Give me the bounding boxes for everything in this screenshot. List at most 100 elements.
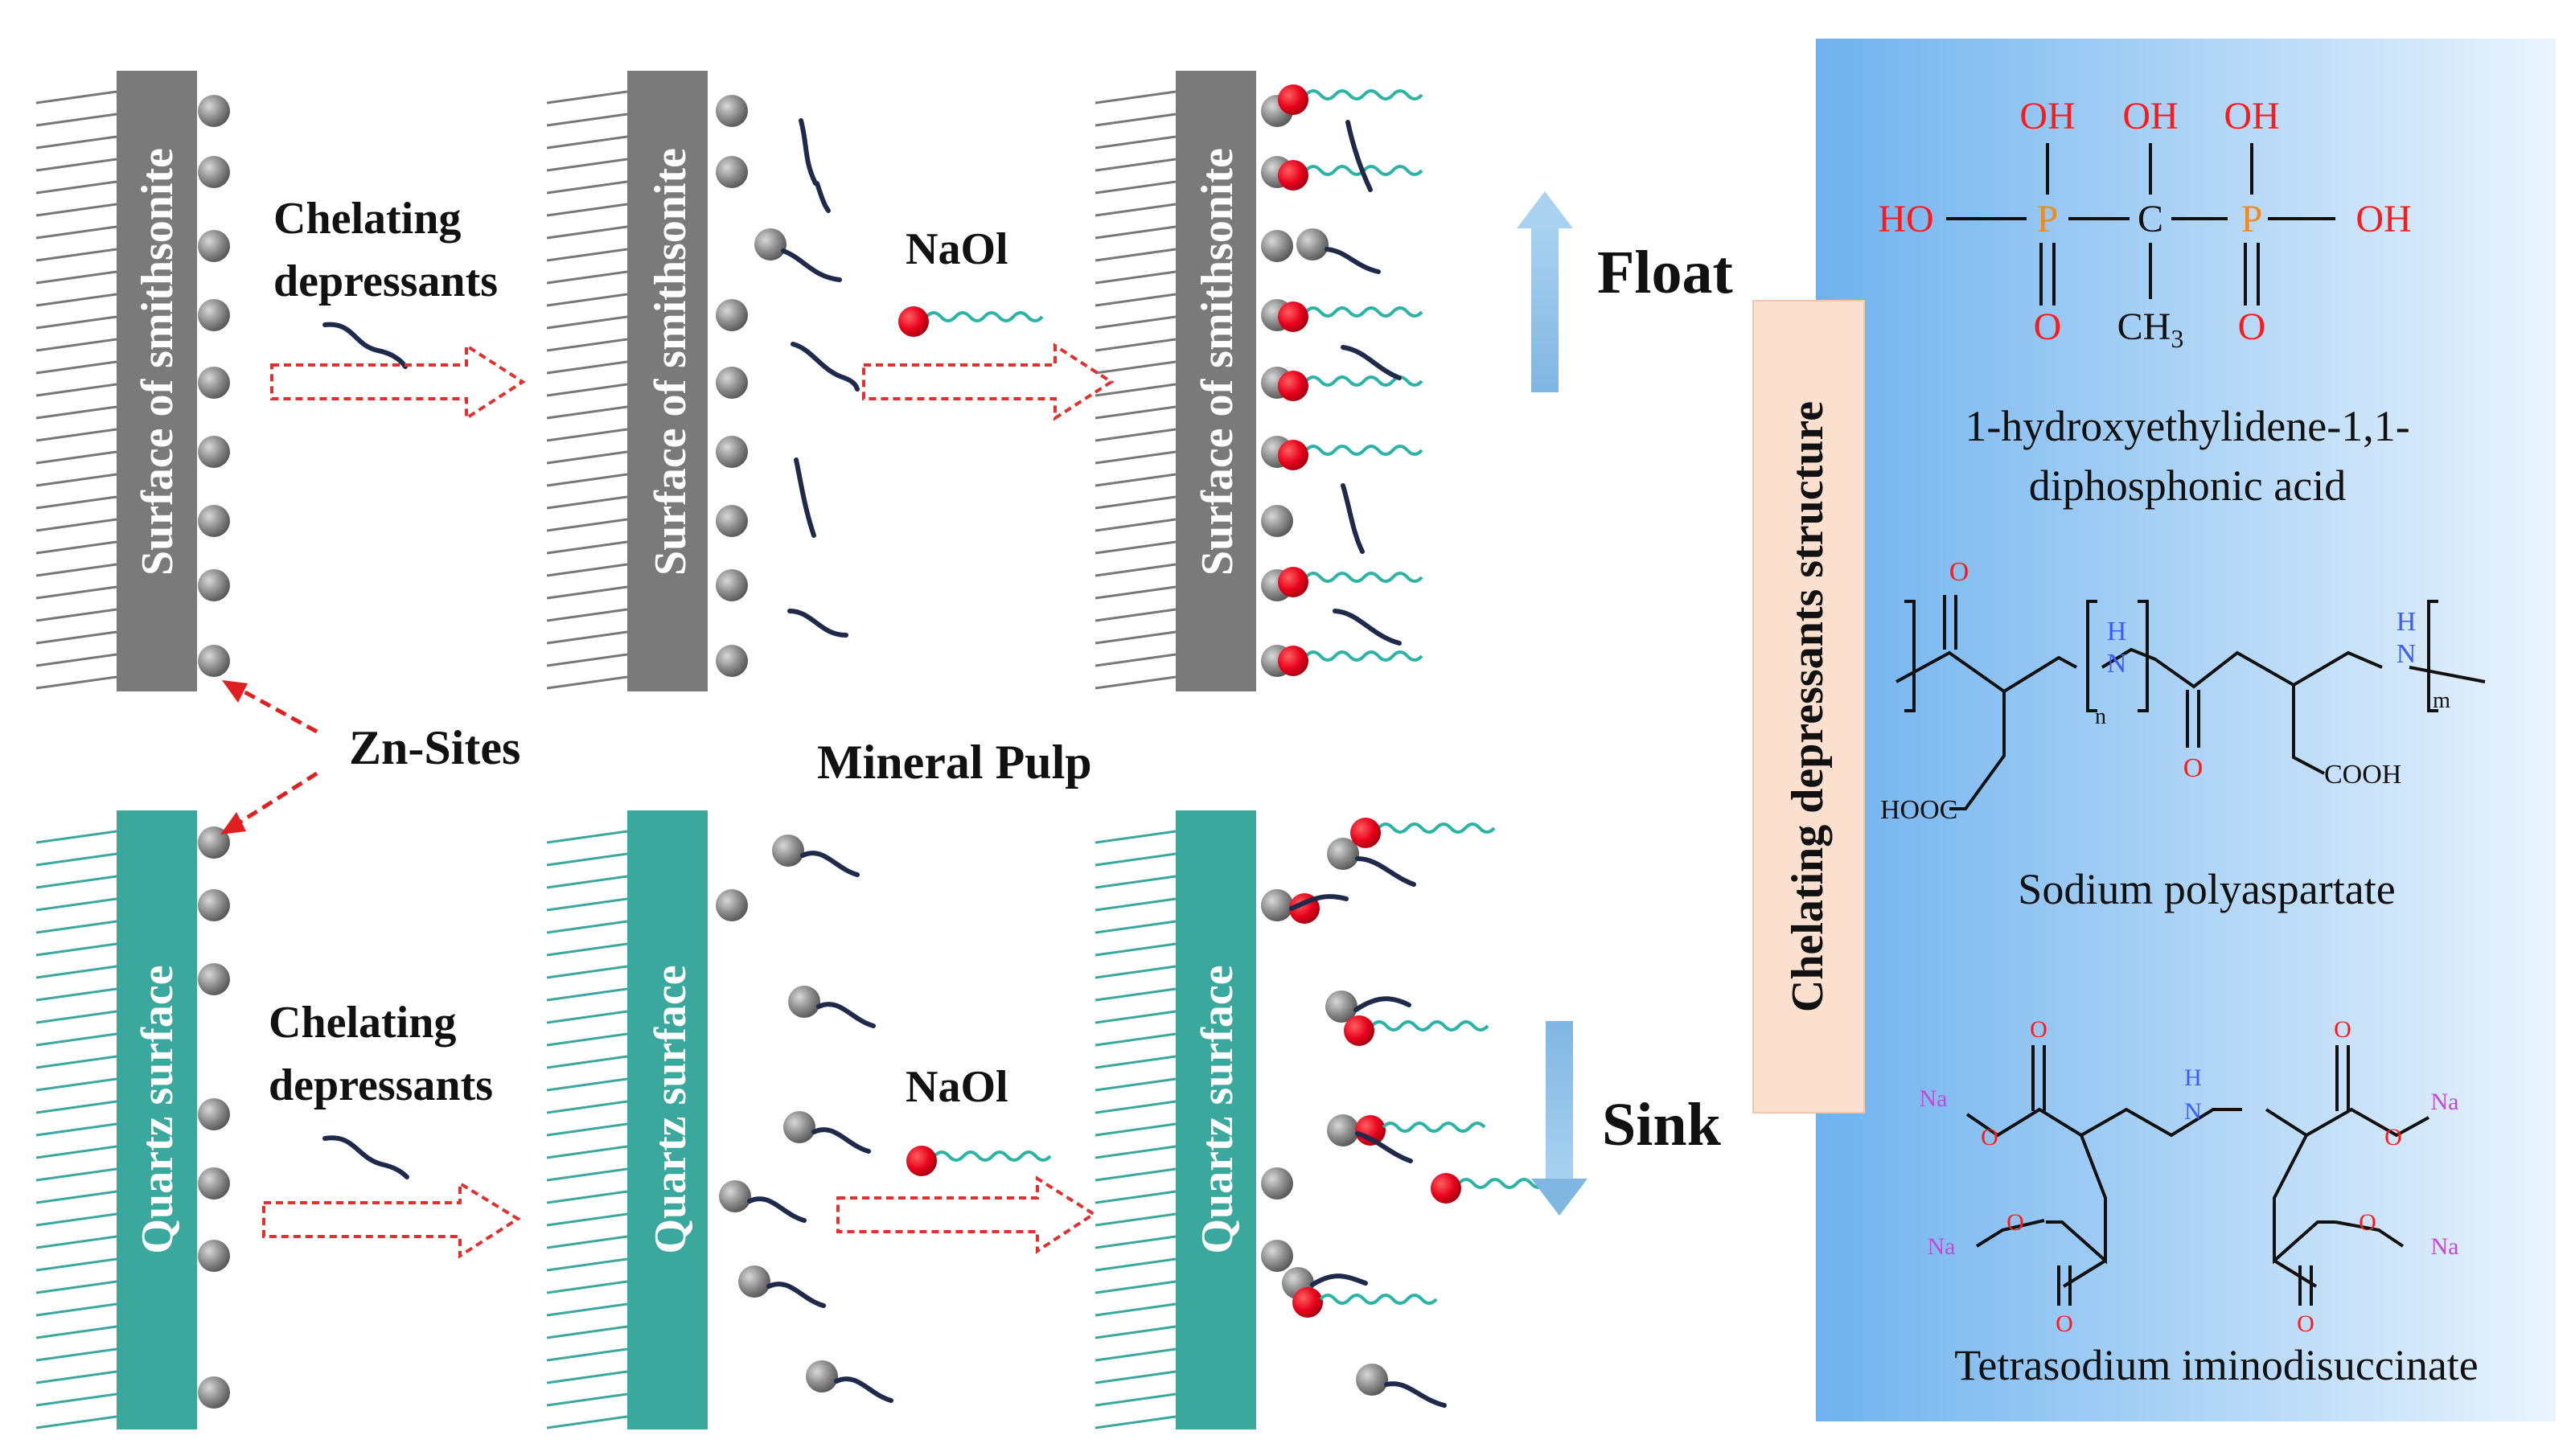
quartz-surface-3-hairs bbox=[1095, 830, 1177, 1429]
smithsonite-surface-1-hairs bbox=[35, 90, 117, 690]
zn-site-ball bbox=[198, 963, 230, 995]
surface-hair bbox=[1095, 495, 1177, 510]
surface-hair bbox=[1095, 852, 1177, 867]
zn-site-ball bbox=[772, 835, 804, 867]
float-arrow bbox=[1517, 191, 1573, 392]
surface-hair bbox=[546, 405, 628, 420]
surface-hair bbox=[1095, 608, 1177, 622]
surface-hair bbox=[1095, 1302, 1177, 1317]
process-arrows bbox=[262, 342, 1115, 1259]
zn-site-ball bbox=[198, 367, 230, 399]
surface-hair bbox=[1095, 1212, 1177, 1227]
surface-hair bbox=[546, 1055, 628, 1069]
collector-head bbox=[1278, 301, 1308, 332]
structure-title-box bbox=[1752, 300, 1865, 1114]
hedp-p-2: P bbox=[2241, 198, 2263, 240]
pasp-o-bottom: O bbox=[2183, 753, 2204, 783]
surface-hair bbox=[1095, 315, 1177, 330]
chelating-label-top-1: Chelating bbox=[273, 194, 461, 244]
smithsonite-surface-label-3: Surface of smithsonite bbox=[1193, 148, 1242, 576]
surface-hair bbox=[35, 135, 117, 150]
zn-site-ball bbox=[198, 299, 230, 331]
depressant-chain bbox=[1355, 1131, 1413, 1163]
surface-hair bbox=[546, 113, 628, 127]
surface-hair bbox=[35, 1280, 117, 1294]
naol-label-bottom: NaOl bbox=[906, 1062, 1008, 1112]
surface-hair bbox=[1095, 270, 1177, 285]
surface-hair bbox=[1095, 518, 1177, 532]
ids-o-3: O bbox=[1981, 1124, 1998, 1150]
surface-hair bbox=[546, 540, 628, 555]
collector-head bbox=[1278, 160, 1308, 191]
surface-hair bbox=[1095, 1055, 1177, 1069]
surface-hair bbox=[1095, 1010, 1177, 1024]
depressant-chain bbox=[1341, 483, 1365, 554]
surface-hair bbox=[1095, 90, 1177, 105]
surface-hair bbox=[546, 897, 628, 912]
surface-hair bbox=[1095, 158, 1177, 172]
ids-na-2: Na bbox=[2431, 1089, 2459, 1115]
surface-hair bbox=[35, 1122, 117, 1137]
surface-hair bbox=[35, 158, 117, 172]
ids-o-4: O bbox=[2384, 1124, 2402, 1150]
surface-hair bbox=[35, 518, 117, 532]
surface-hair bbox=[1095, 405, 1177, 420]
collector-tail bbox=[1370, 1020, 1489, 1032]
zn-site-ball bbox=[198, 95, 230, 127]
surface-hair bbox=[35, 830, 117, 844]
collector-head bbox=[1344, 1015, 1374, 1046]
surface-hair bbox=[1095, 1100, 1177, 1114]
collector-head bbox=[1278, 646, 1308, 676]
pasp-name: Sodium polyaspartate bbox=[2018, 865, 2395, 913]
surface-hair bbox=[546, 1302, 628, 1317]
surface-hair bbox=[35, 852, 117, 867]
hedp-ch3: CH3 bbox=[2117, 306, 2184, 353]
surface-hair bbox=[1095, 1325, 1177, 1339]
surface-hair bbox=[35, 495, 117, 510]
surface-hair bbox=[1095, 1077, 1177, 1092]
quartz-surface-2 bbox=[546, 810, 708, 1429]
surface-hair bbox=[35, 1100, 117, 1114]
zn-site-ball bbox=[198, 505, 230, 537]
hedp-o-2: O bbox=[2238, 306, 2266, 348]
surface-hair bbox=[35, 608, 117, 622]
surface-hair bbox=[546, 360, 628, 375]
surface-hair bbox=[1095, 135, 1177, 150]
surface-hair bbox=[35, 563, 117, 577]
ids-structure: O O O O O O O O Na Na Na Na H N Tetrasod… bbox=[1920, 1016, 2479, 1389]
surface-hair bbox=[35, 1325, 117, 1339]
zn-site-ball bbox=[754, 228, 787, 260]
zn-site-ball bbox=[198, 156, 230, 188]
zn-sites-label: Zn-Sites bbox=[349, 721, 520, 774]
depressant-chain bbox=[781, 248, 842, 282]
zn-site-ball bbox=[806, 1360, 838, 1392]
zn-site-ball bbox=[716, 505, 748, 537]
collector-head bbox=[1278, 567, 1308, 597]
surface-hair bbox=[546, 450, 628, 465]
surface-hair bbox=[546, 203, 628, 217]
depressant-chain bbox=[1353, 996, 1411, 1012]
surface-hair bbox=[35, 897, 117, 912]
smithsonite-surface-3-hairs bbox=[1095, 90, 1177, 690]
pasp-o-top: O bbox=[1949, 557, 1969, 587]
collector-tail bbox=[1304, 306, 1423, 318]
zn-site-ball bbox=[719, 1180, 751, 1212]
surface-hair bbox=[35, 1190, 117, 1204]
surface-hair bbox=[35, 987, 117, 1002]
surface-hair bbox=[35, 1032, 117, 1047]
smithsonite-surface-3 bbox=[1095, 71, 1256, 691]
collector-head bbox=[1278, 84, 1308, 115]
surface-hair bbox=[1095, 1167, 1177, 1182]
surface-hair bbox=[35, 1347, 117, 1362]
surface-hair bbox=[1095, 920, 1177, 934]
depressant-chain bbox=[834, 1376, 893, 1403]
collector-tail bbox=[1304, 445, 1423, 456]
pasp-sub-m: m bbox=[2433, 688, 2450, 713]
collector-head bbox=[1278, 371, 1308, 401]
zn-site-ball bbox=[716, 645, 748, 677]
zn-site-ball bbox=[198, 826, 230, 859]
zn-site-ball bbox=[716, 95, 748, 127]
surface-hair bbox=[546, 473, 628, 487]
quartz-surface-3-plate bbox=[1176, 810, 1256, 1429]
process-arrow-4 bbox=[836, 1175, 1097, 1254]
